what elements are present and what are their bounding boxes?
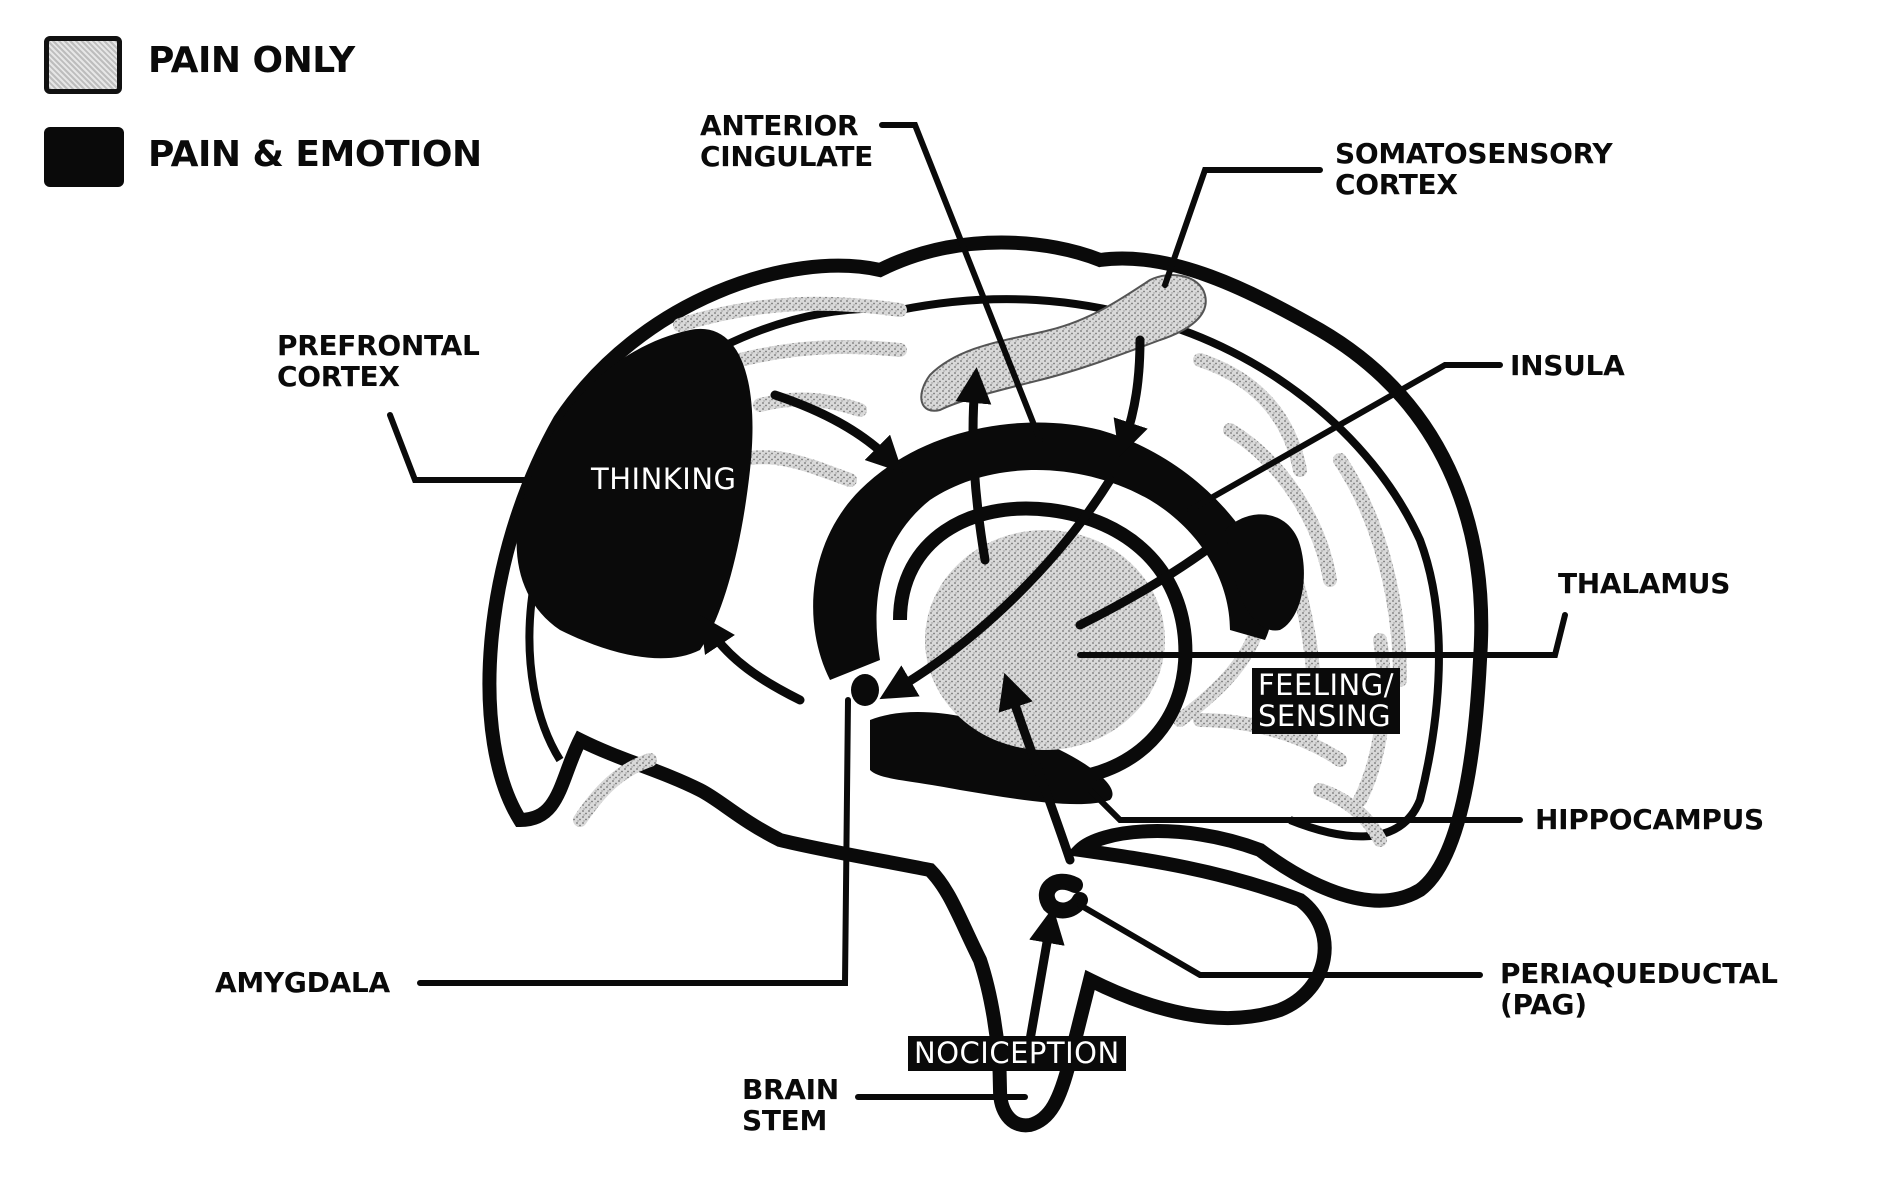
label-somatosensory-cortex: SOMATOSENSORY CORTEX: [1335, 137, 1613, 201]
limbic-ring: [893, 501, 1193, 782]
label-line: AMYGDALA: [215, 966, 390, 999]
somatosensory-region: [920, 274, 1207, 412]
thalamus-region: [925, 530, 1165, 750]
insula-region: [1225, 514, 1304, 631]
leader-lines: [387, 122, 1568, 1100]
tag-thinking: THINKING: [585, 462, 743, 497]
label-hippocampus: HIPPOCAMPUS: [1535, 804, 1764, 835]
tag-feeling-sensing: FEELING/ SENSING: [1252, 668, 1400, 734]
leader-thalamus: [1077, 612, 1568, 658]
label-line: BRAIN: [742, 1073, 839, 1106]
leader-insula: [1187, 362, 1503, 513]
leader-somatosensory: [1162, 167, 1323, 288]
label-line: CORTEX: [277, 360, 400, 393]
label-thalamus: THALAMUS: [1558, 568, 1730, 599]
hippocampus-region: [870, 711, 1113, 805]
label-anterior-cingulate: ANTERIOR CINGULATE: [700, 110, 873, 172]
tag-line: SENSING: [1258, 699, 1392, 733]
arrow-cingulate-to-amygdala: [879, 475, 1115, 700]
label-amygdala: AMYGDALA: [215, 967, 390, 998]
label-line: (PAG): [1500, 988, 1587, 1021]
arrow-thalamus-to-insula: [1075, 529, 1235, 630]
arrow-prefrontal-to-cingulate: [770, 390, 903, 473]
label-prefrontal-cortex: PREFRONTAL CORTEX: [277, 330, 480, 392]
label-line: HIPPOCAMPUS: [1535, 803, 1764, 836]
leader-anterior-cingulate: [879, 122, 1043, 443]
amygdala-region: [851, 674, 879, 706]
label-line: INSULA: [1510, 349, 1625, 382]
label-line: ANTERIOR: [700, 109, 859, 142]
tag-line: NOCICEPTION: [914, 1036, 1120, 1070]
arrow-nociception-to-pag: [1025, 907, 1065, 1045]
label-brain-stem: BRAIN STEM: [742, 1074, 839, 1136]
label-line: STEM: [742, 1104, 828, 1137]
leader-hippocampus: [1087, 787, 1523, 823]
tag-line: FEELING/: [1258, 668, 1394, 702]
label-line: CINGULATE: [700, 140, 873, 173]
pag-region: [1038, 873, 1088, 919]
leader-amygdala: [417, 697, 851, 986]
label-line: PREFRONTAL: [277, 329, 480, 362]
legend-label-pain-emotion: PAIN & EMOTION: [148, 134, 482, 175]
gyri-pattern: [573, 296, 1407, 847]
label-line: PERIAQUEDUCTAL: [1500, 957, 1778, 990]
pathway-arrows: [700, 335, 1235, 1045]
anterior-cingulate-region: [813, 422, 1272, 680]
leader-periaqueductal: [1077, 902, 1483, 978]
label-periaqueductal: PERIAQUEDUCTAL (PAG): [1500, 958, 1778, 1020]
label-line: THALAMUS: [1558, 567, 1731, 600]
leader-prefrontal: [387, 412, 583, 483]
tag-line: THINKING: [591, 462, 737, 496]
arrow-amygdala-to-prefrontal: [700, 615, 805, 705]
label-line: CORTEX: [1335, 168, 1458, 201]
tag-nociception: NOCICEPTION: [908, 1036, 1126, 1071]
arrow-brainstem-to-thalamus: [998, 672, 1075, 865]
legend-swatch-pain-emotion: [44, 127, 124, 187]
legend-label-pain-only: PAIN ONLY: [148, 40, 355, 81]
label-insula: INSULA: [1510, 349, 1625, 382]
legend-swatch-pain-only: [44, 36, 122, 94]
arrow-somatosensory-to-insula: [1113, 335, 1148, 458]
label-line: SOMATOSENSORY: [1335, 137, 1613, 170]
arrow-thalamus-to-cingulate: [955, 367, 992, 565]
